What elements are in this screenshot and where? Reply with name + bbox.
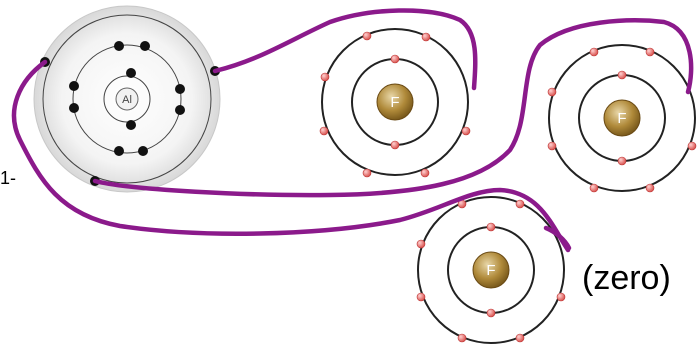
f-outer-shell xyxy=(548,44,696,192)
transfer-stroke-to-fluorine-1 xyxy=(212,8,478,91)
f-electron xyxy=(416,292,426,302)
transfer-stroke-to-fluorine-3 xyxy=(11,59,571,253)
aluminum-atom: Al xyxy=(33,5,221,193)
f-electron xyxy=(320,72,330,82)
al-electron xyxy=(138,146,148,156)
f-electron xyxy=(617,70,627,80)
f-electron xyxy=(421,32,431,42)
al-electron xyxy=(114,146,124,156)
fluorine-atom-1: F xyxy=(319,28,471,178)
f-electron xyxy=(556,292,566,302)
f-electron xyxy=(486,308,496,318)
f-electron xyxy=(515,199,525,209)
al-nucleus xyxy=(115,87,139,111)
f-electron xyxy=(420,168,430,178)
f-nucleus xyxy=(472,251,510,289)
al-electron xyxy=(69,103,79,113)
f-electron xyxy=(515,333,525,343)
f-symbol: F xyxy=(617,110,626,127)
partial-charge-text: 1- xyxy=(0,168,17,188)
f-electron xyxy=(461,126,471,136)
al-electron xyxy=(126,68,136,78)
f-electron xyxy=(589,183,599,193)
transfer-stroke-to-fluorine-2 xyxy=(92,18,694,198)
f-electron xyxy=(457,333,467,343)
f-outer-shell xyxy=(417,196,565,344)
f-electron xyxy=(617,156,627,166)
f-electron xyxy=(547,87,557,97)
al-electron xyxy=(175,84,185,94)
f-electron xyxy=(362,168,372,178)
al-shell-3 xyxy=(42,14,212,184)
al-electron xyxy=(175,105,185,115)
f-electron xyxy=(416,239,426,249)
fluorine-atom-2: F xyxy=(547,44,697,193)
f-symbol: F xyxy=(390,94,399,111)
al-electron xyxy=(114,41,124,51)
f-nucleus xyxy=(376,83,414,121)
f-electron xyxy=(362,31,372,41)
al-symbol: Al xyxy=(122,94,132,106)
f-symbol: F xyxy=(486,262,495,279)
f-electron xyxy=(589,47,599,57)
al-shell-2 xyxy=(72,44,182,154)
al-electron xyxy=(126,120,136,130)
al-electron xyxy=(69,81,79,91)
electron-transfer-strokes xyxy=(11,8,694,253)
f-electron xyxy=(547,141,557,151)
f-nucleus xyxy=(603,99,641,137)
transfer-stroke-hook xyxy=(543,225,572,251)
fluorine-atom-3: F xyxy=(416,196,566,344)
f-electron xyxy=(390,140,400,150)
f-electron xyxy=(319,126,329,136)
net-charge-text: (zero) xyxy=(582,259,671,297)
f-electron xyxy=(486,222,496,232)
f-electron xyxy=(645,47,655,57)
f-electron xyxy=(645,183,655,193)
f-electron xyxy=(687,141,697,151)
f-electron xyxy=(390,54,400,64)
f-outer-shell xyxy=(321,28,469,176)
al-electron xyxy=(140,41,150,51)
